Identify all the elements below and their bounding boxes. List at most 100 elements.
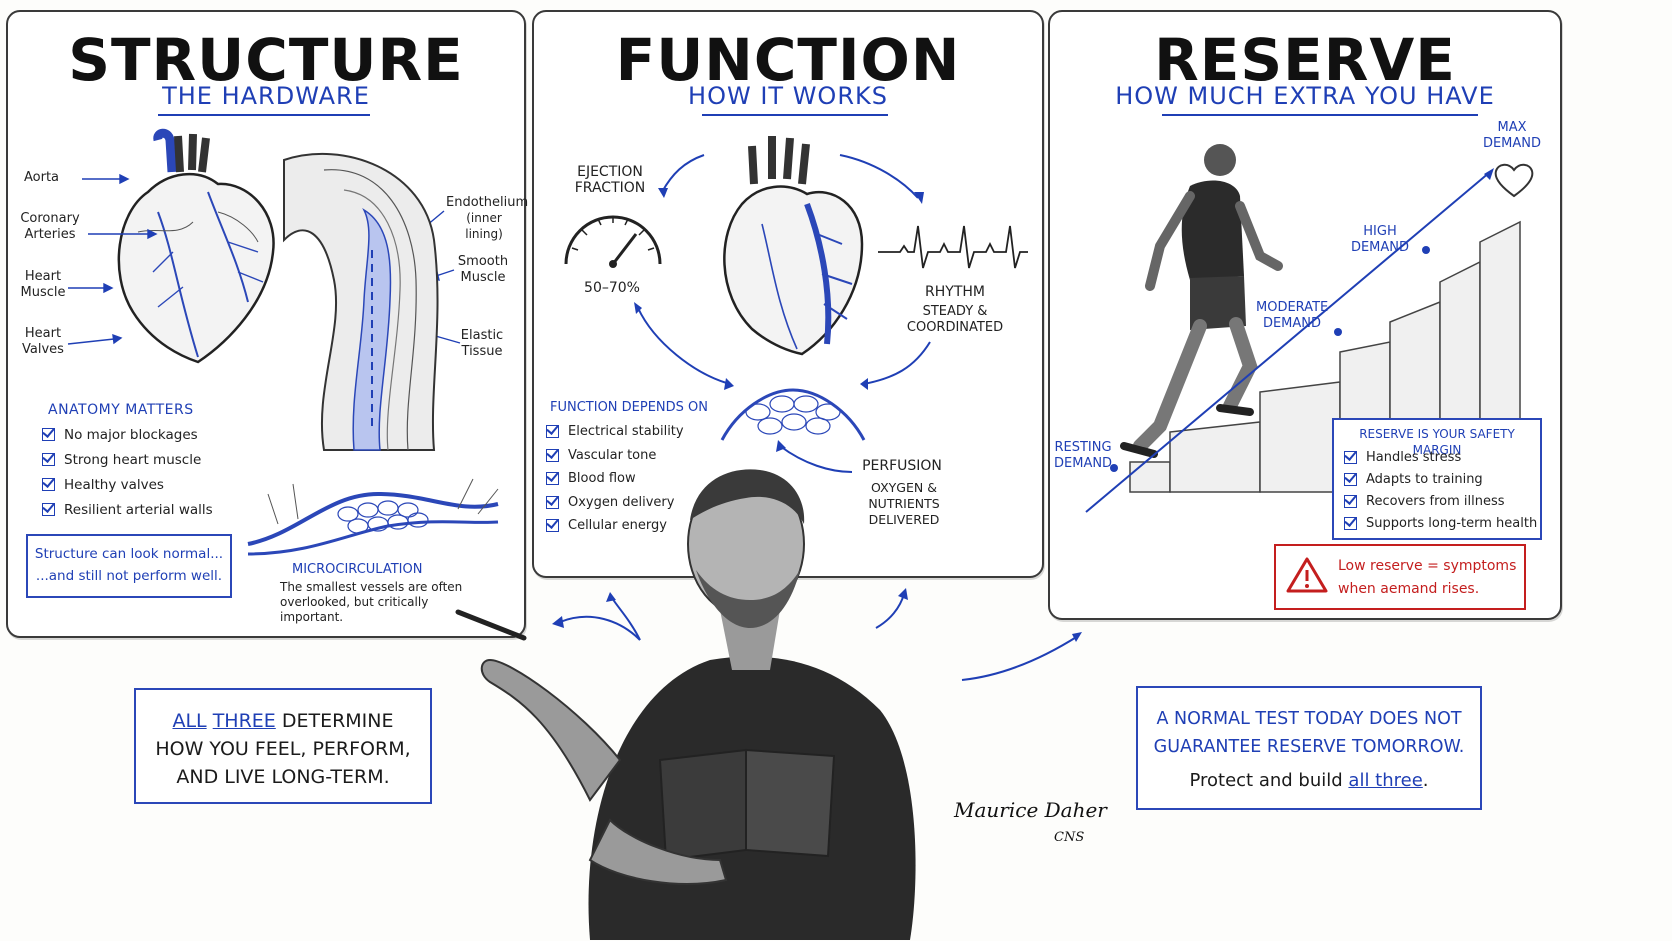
ejection-label: EJECTION FRACTION — [574, 164, 646, 196]
perfusion-capillary-illustration — [720, 388, 866, 441]
check-icon — [1344, 472, 1357, 486]
check-icon — [42, 478, 55, 491]
label-heart-valves: Heart Valves — [22, 326, 64, 357]
structure-note-line1: Structure can look normal... — [34, 546, 224, 562]
check-icon — [42, 428, 55, 441]
label-smooth-muscle: Smooth Muscle — [457, 254, 509, 285]
function-cycle-arrows — [634, 154, 931, 473]
list-item-label: Supports long-term health — [1366, 515, 1538, 531]
list-item-label: Strong heart muscle — [64, 451, 202, 468]
depends-heading: FUNCTION DEPENDS ON — [550, 400, 709, 415]
perfusion-desc: OXYGEN & NUTRIENTS DELIVERED — [868, 480, 940, 527]
warning-line1: Low reserve = symptoms — [1338, 558, 1517, 574]
list-item: Blood flow — [546, 467, 684, 491]
reserve-panel: RESERVE HOW MUCH EXTRA YOU HAVE RES — [1048, 10, 1562, 620]
list-item-label: No major blockages — [64, 426, 198, 443]
warning-line2: when aemand rises. — [1338, 581, 1480, 597]
function-subtitle-underline — [702, 114, 888, 116]
check-icon — [1344, 494, 1357, 508]
heart-outline-icon — [1494, 163, 1534, 198]
list-item: Oxygen delivery — [546, 491, 684, 515]
list-item: Cellular energy — [546, 514, 684, 538]
demand-resting: RESTING DEMAND — [1054, 440, 1113, 471]
check-icon — [546, 495, 559, 509]
list-item: Handles stress — [1344, 446, 1537, 468]
climbing-person-illustration — [1120, 144, 1283, 458]
bottom-left-callout: ALL THREE DETERMINE HOW YOU FEEL, PERFOR… — [134, 688, 432, 804]
callout-right-pre: Protect and build — [1189, 770, 1343, 791]
structure-note-box: Structure can look normal... ...and stil… — [26, 534, 232, 598]
demand-high: HIGH DEMAND — [1350, 224, 1410, 255]
callout-word-three: THREE — [212, 710, 276, 732]
callout-right-line3: Protect and build all three. — [1138, 770, 1480, 792]
list-item-label: Oxygen delivery — [568, 494, 675, 510]
structure-panel: STRUCTURE THE HARDWARE Aorta Coronary Ar… — [6, 10, 528, 638]
ejection-value: 50–70% — [584, 280, 640, 296]
callout-right-line2: GUARANTEE RESERVE TOMORROW. — [1153, 737, 1465, 757]
list-item-label: Vascular tone — [568, 447, 657, 463]
rhythm-desc: STEADY & COORDINATED — [906, 304, 1004, 335]
ecg-rhythm-icon — [878, 225, 1028, 269]
check-icon — [1344, 450, 1357, 464]
artery-cross-section — [283, 152, 439, 451]
demand-moderate: MODERATE DEMAND — [1256, 300, 1329, 331]
list-item: Recovers from illness — [1344, 490, 1537, 512]
label-coronary-arteries: Coronary Arteries — [20, 211, 80, 242]
microcirculation-illustration — [247, 478, 499, 556]
rhythm-title: RHYTHM — [925, 284, 985, 300]
staircase-illustration — [1129, 220, 1521, 493]
micro-text: The smallest vessels are often overlooke… — [280, 580, 463, 624]
list-item-label: Electrical stability — [568, 424, 684, 440]
label-inner-lining: (inner lining) — [465, 211, 503, 241]
label-elastic-tissue: Elastic Tissue — [460, 328, 504, 359]
callout-line2: HOW YOU FEEL, PERFORM, — [155, 738, 411, 760]
callout-word-all: ALL — [172, 710, 207, 732]
reserve-subtitle: HOW MUCH EXTRA YOU HAVE — [1115, 82, 1495, 110]
list-item-label: Recovers from illness — [1366, 493, 1505, 509]
depends-checklist: Electrical stability Vascular tone Blood… — [546, 420, 684, 538]
list-item-label: Handles stress — [1366, 449, 1462, 465]
list-item: Supports long-term health — [1344, 512, 1537, 534]
function-subtitle: HOW IT WORKS — [688, 82, 888, 110]
list-item: Strong heart muscle — [42, 447, 213, 472]
callout-right-line1: A NORMAL TEST TODAY DOES NOT — [1156, 709, 1462, 729]
label-heart-muscle: Heart Muscle — [20, 269, 66, 300]
list-item-label: Adapts to training — [1366, 471, 1483, 487]
demand-max: MAX DEMAND — [1482, 120, 1542, 151]
check-icon — [42, 453, 55, 466]
reserve-subtitle-underline — [1162, 114, 1478, 116]
callout-word-determine: DETERMINE — [281, 710, 394, 732]
margin-heading: RESERVE IS YOUR SAFETY MARGIN — [1359, 427, 1515, 457]
check-icon — [1344, 516, 1357, 530]
list-item: Resilient arterial walls — [42, 497, 213, 522]
check-icon — [42, 503, 55, 516]
reserve-title: RESERVE — [1154, 26, 1456, 94]
label-aorta: Aorta — [24, 170, 60, 185]
callout-right-emphasis: all three — [1348, 770, 1423, 791]
heart-illustration — [117, 128, 275, 364]
structure-note-line2: ...and still not perform well. — [35, 568, 223, 584]
structure-subtitle-underline — [158, 114, 370, 116]
gauge-icon — [564, 215, 662, 268]
check-icon — [546, 425, 559, 439]
presenter-illustration — [455, 469, 916, 940]
structure-title: STRUCTURE — [68, 26, 464, 94]
anatomy-checklist: No major blockages Strong heart muscle H… — [42, 422, 213, 522]
callout-right-post: . — [1422, 770, 1429, 791]
check-icon — [546, 472, 559, 486]
reserve-warning-box: Low reserve = symptoms when aemand rises… — [1274, 544, 1526, 610]
list-item-label: Resilient arterial walls — [64, 501, 213, 518]
callout-line3: AND LIVE LONG-TERM. — [176, 766, 390, 788]
list-item: No major blockages — [42, 422, 213, 447]
function-heart-illustration — [723, 136, 864, 356]
micro-heading: MICROCIRCULATION — [292, 562, 423, 577]
signature-credential: CNS — [1054, 830, 1085, 845]
check-icon — [546, 448, 559, 462]
demand-trend-line — [1085, 168, 1494, 513]
anatomy-heading: ANATOMY MATTERS — [48, 402, 194, 418]
reserve-margin-box: RESERVE IS YOUR SAFETY MARGIN Handles st… — [1332, 418, 1542, 540]
list-item: Vascular tone — [546, 444, 684, 468]
list-item: Healthy valves — [42, 472, 213, 497]
callout-line1: ALL THREE DETERMINE — [136, 710, 430, 732]
